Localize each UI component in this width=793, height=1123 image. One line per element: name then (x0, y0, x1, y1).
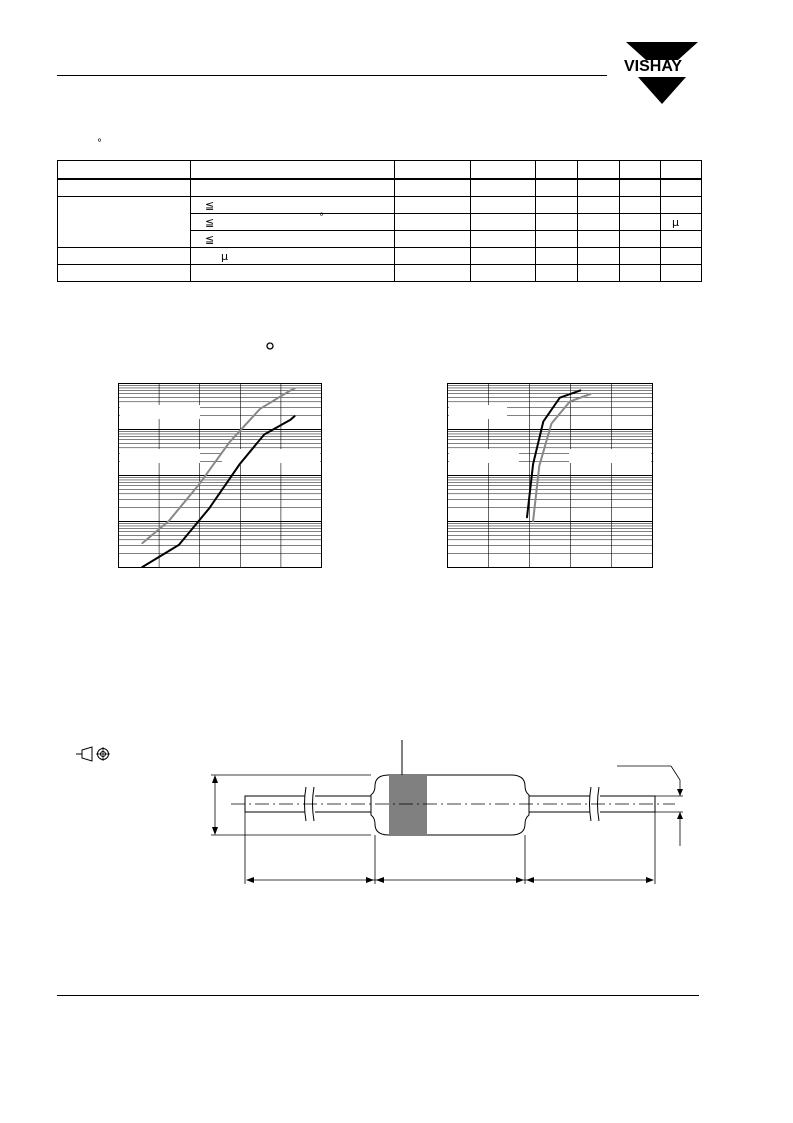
table-row: ≦ (57, 196, 702, 248)
chart-2-series-1-line (526, 389, 582, 519)
table-header-cell (660, 160, 702, 180)
footer-rule (57, 995, 699, 996)
logo-triangle-icon (626, 42, 698, 104)
degree-circle-icon (266, 342, 274, 350)
table-header-cell (394, 160, 471, 180)
chart-2-series-2-line (532, 393, 592, 522)
chart-2-frame (447, 383, 653, 568)
chart-1-series-1-line (141, 387, 296, 545)
chart-1 (118, 383, 322, 568)
le-symbol: ≦ (205, 198, 215, 212)
table-row (57, 178, 702, 197)
table-header-cell (470, 160, 536, 180)
cathode-band (389, 775, 427, 835)
table-header-row (57, 160, 702, 180)
chart-1-label-box (222, 449, 320, 463)
table-row: μ (57, 247, 702, 265)
table-header-cell (57, 160, 191, 180)
package-dimension-drawing (211, 740, 683, 884)
chart-1-series-2-line (141, 415, 296, 568)
degree-symbol: ° (97, 138, 102, 149)
le-symbol: ≦ (205, 215, 215, 229)
mu-symbol: μ (672, 215, 679, 229)
chart-1-label-box (120, 405, 200, 419)
header-rule (57, 75, 607, 76)
table-header-cell (190, 160, 395, 180)
degree-symbol: ° (319, 212, 324, 223)
table-row: ≦ ° μ (58, 212, 702, 231)
spec-table: ≦ ≦ ° μ ≦ μ (57, 160, 702, 282)
chart-1-grid (118, 383, 322, 568)
chart-2 (447, 383, 653, 568)
table-header-cell (535, 160, 578, 180)
projection-symbol-icon (76, 746, 110, 762)
chart-2-label-box (449, 405, 507, 419)
chart-1-frame (118, 383, 322, 568)
table-row (57, 264, 702, 282)
mu-symbol: μ (221, 249, 228, 263)
table-header-cell (619, 160, 661, 180)
chart-2-label-box (569, 449, 651, 463)
chart-1-label-box (120, 449, 200, 463)
table-cell-merged (57, 196, 191, 248)
le-symbol: ≦ (205, 232, 215, 246)
table-header-cell (577, 160, 620, 180)
logo-wordmark: VISHAY (624, 58, 683, 75)
chart-2-label-box (449, 449, 519, 463)
